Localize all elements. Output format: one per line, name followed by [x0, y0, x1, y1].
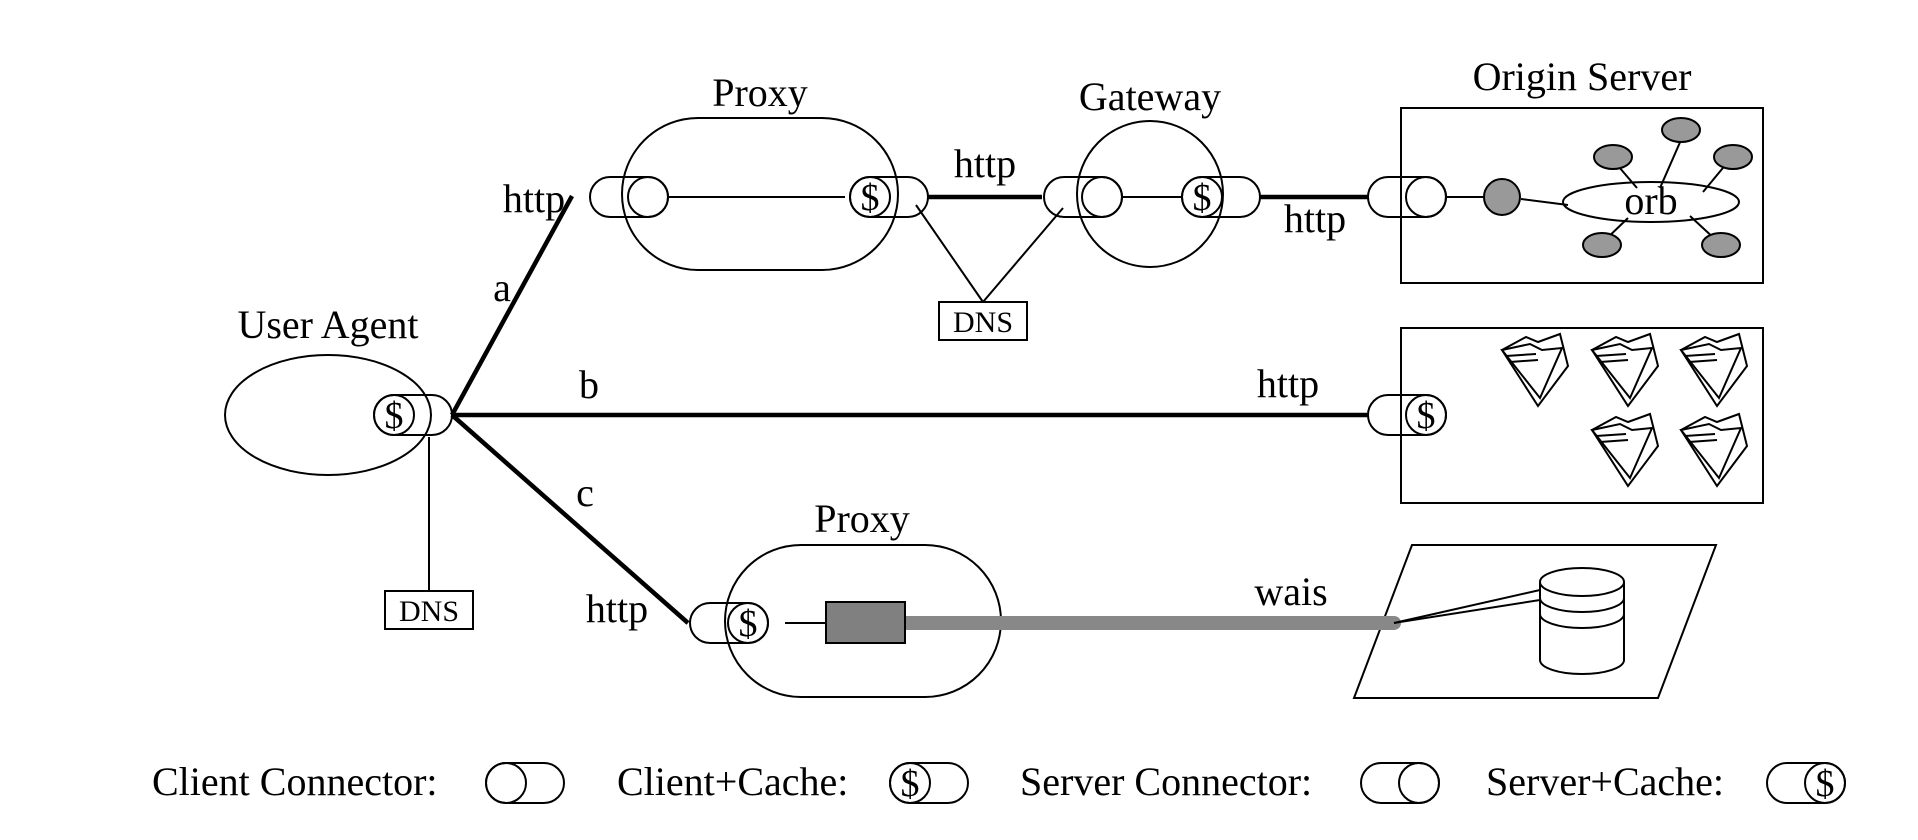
gateway-server-connector	[1043, 176, 1123, 218]
folder-icon	[1590, 412, 1660, 488]
legend-client-cache-label: Client+Cache:	[617, 759, 848, 804]
dns-bottom: DNS	[384, 590, 474, 630]
legend-server-connector-label: Server Connector:	[1020, 759, 1312, 804]
orb-node	[1661, 117, 1701, 143]
folder-icon	[1500, 332, 1570, 408]
folder-icon	[1590, 332, 1660, 408]
user-agent-label: User Agent	[237, 302, 418, 347]
orb-node	[1713, 144, 1753, 170]
folder-icon	[1679, 412, 1749, 488]
dns-top-link-left	[915, 204, 984, 303]
cache-symbol: $	[1193, 177, 1212, 219]
proxy-bottom-server-cache: $	[689, 602, 769, 645]
dns-top-link-right	[982, 207, 1064, 303]
proxy-top-server-connector	[589, 176, 669, 218]
legend-client-connector-symbol	[485, 762, 565, 804]
user-agent-boundary	[224, 354, 432, 476]
legend-client-cache-symbol: $	[889, 762, 969, 805]
cache-symbol: $	[1417, 395, 1436, 437]
orb-node	[1483, 178, 1521, 216]
http-direct-label: http	[1257, 361, 1319, 406]
dns-top-label: DNS	[953, 306, 1013, 339]
folder-icon	[1679, 332, 1749, 408]
http-proxy-in-label: http	[503, 176, 565, 221]
http-proxy-gateway-label: http	[954, 141, 1016, 186]
folder-group	[1500, 332, 1749, 488]
gateway-boundary	[1076, 120, 1224, 268]
legend-client-connector-label: Client Connector:	[152, 759, 438, 804]
legend-server-cache-label: Server+Cache:	[1486, 759, 1724, 804]
legend-server-connector-symbol	[1360, 762, 1440, 804]
proxy-top-label: Proxy	[712, 70, 808, 115]
orb-node	[1701, 232, 1741, 258]
file-server-box	[1400, 327, 1764, 504]
cache-symbol: $	[739, 603, 758, 645]
cache-symbol: $	[901, 763, 920, 805]
orb-label: orb	[1624, 178, 1677, 223]
orb-node	[1582, 232, 1622, 258]
file-server-server-cache: $	[1367, 394, 1447, 437]
legend-server-cache-symbol: $	[1766, 762, 1846, 805]
link-a	[450, 194, 574, 417]
orb-bus	[1562, 181, 1740, 223]
orb-node	[1593, 144, 1633, 170]
gateway-client-cache: $	[1181, 176, 1261, 219]
http-proxy-bottom-label: http	[586, 586, 648, 631]
user-agent-client-cache: $	[373, 394, 453, 437]
origin-server-label: Origin Server	[1473, 54, 1692, 99]
cache-symbol: $	[1816, 763, 1835, 805]
proxy-bottom-label: Proxy	[814, 496, 910, 541]
dns-bottom-label: DNS	[399, 595, 459, 628]
path-c-label: c	[576, 470, 594, 515]
cache-symbol: $	[861, 177, 880, 219]
path-a-label: a	[493, 265, 511, 310]
database-icon	[1393, 567, 1625, 675]
cache-symbol: $	[385, 395, 404, 437]
origin-server-connector	[1367, 176, 1447, 218]
orb-network: orb	[1446, 117, 1753, 258]
gateway-label: Gateway	[1079, 74, 1221, 119]
http-gateway-origin-label: http	[1284, 196, 1346, 241]
proxy-top-client-cache: $	[849, 176, 929, 219]
origin-server-box	[1400, 107, 1764, 284]
wais-server-plane	[1352, 544, 1718, 699]
legend: Client Connector: Client+Cache: $ Server…	[152, 759, 1846, 805]
link-c	[450, 413, 690, 625]
wais-label: wais	[1254, 569, 1327, 614]
dns-top: DNS	[938, 301, 1028, 341]
path-b-label: b	[579, 362, 599, 407]
wais-adapter-block	[825, 601, 906, 644]
proxy-top-boundary	[621, 117, 899, 271]
